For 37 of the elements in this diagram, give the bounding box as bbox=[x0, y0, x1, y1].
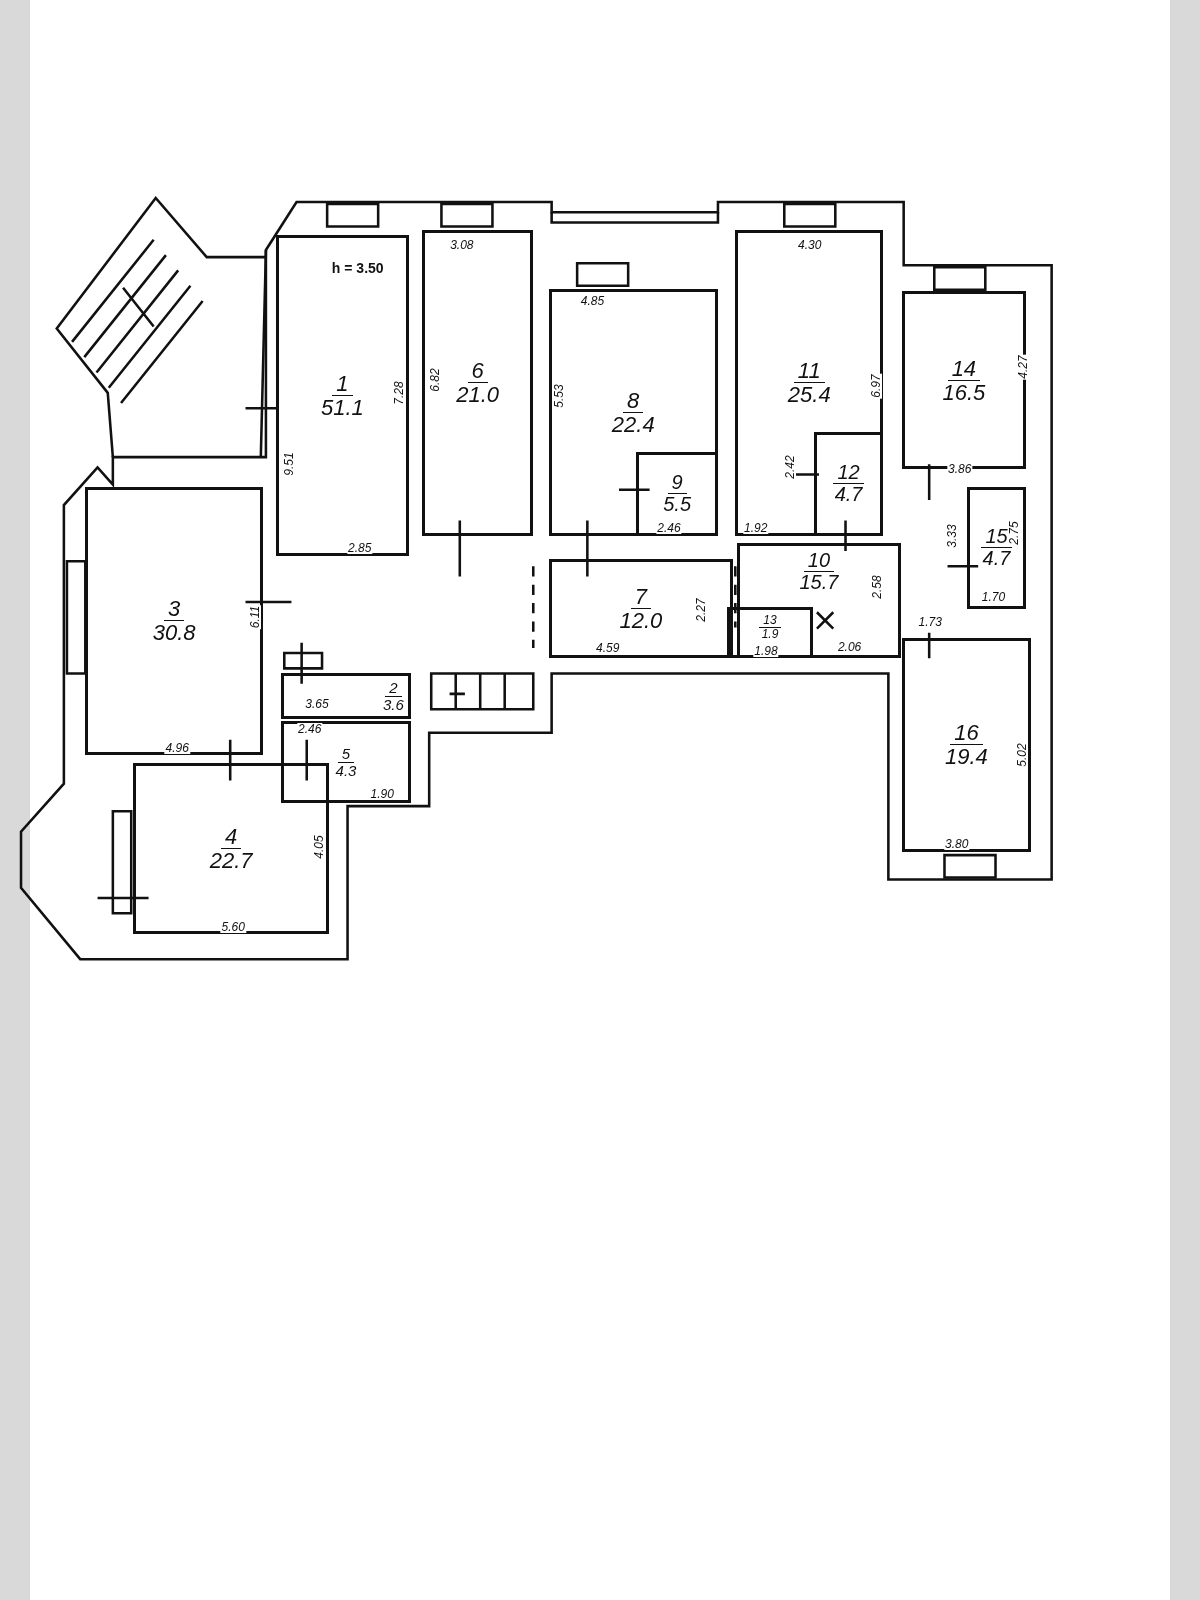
room-area-label: 3 30.8 bbox=[152, 597, 196, 645]
room-area-label: 13 1.9 bbox=[759, 614, 781, 641]
dimension-label: 2.58 bbox=[871, 574, 884, 600]
room-area-label: 5 4.3 bbox=[335, 746, 357, 779]
dimension-label: 3.86 bbox=[947, 463, 973, 476]
dimension-label: 1.98 bbox=[753, 645, 779, 657]
room-area-label: 9 5.5 bbox=[663, 472, 692, 516]
room-area-label: 11 25.4 bbox=[787, 359, 831, 407]
room-area-label: 4 22.7 bbox=[209, 824, 253, 873]
dimension-label: 4.27 bbox=[1017, 354, 1030, 380]
room-outline bbox=[133, 763, 330, 934]
room-area-label: 1 51.1 bbox=[321, 371, 364, 419]
room-outline bbox=[422, 229, 534, 536]
room-area-label: 7 12.0 bbox=[619, 585, 663, 633]
dimension-label: 2.42 bbox=[784, 454, 797, 480]
dimension-label: 6.82 bbox=[429, 366, 442, 393]
ceiling-height-label: h = 3.50 bbox=[330, 261, 385, 276]
room-outline bbox=[966, 486, 1027, 610]
room-outline bbox=[281, 673, 411, 720]
room-area-label: 10 15.7 bbox=[799, 549, 839, 593]
dimension-label: 1.73 bbox=[917, 616, 943, 629]
room-area-label: 2 3.6 bbox=[382, 680, 404, 713]
dimension-label: 4.85 bbox=[579, 295, 606, 307]
room-outline bbox=[901, 637, 1032, 853]
dimension-label: 3.65 bbox=[304, 698, 330, 711]
room-area-label: 16 19.4 bbox=[945, 721, 988, 769]
dimension-label: 9.51 bbox=[283, 451, 296, 477]
room-outline bbox=[85, 486, 263, 756]
room-outline bbox=[548, 559, 734, 659]
room-outline bbox=[276, 234, 409, 557]
dimension-label: 6.97 bbox=[870, 373, 883, 399]
room-outline bbox=[281, 721, 411, 804]
dimension-label: 5.02 bbox=[1016, 742, 1029, 768]
room-area-label: 12 4.7 bbox=[833, 462, 864, 506]
room-area-label: 14 16.5 bbox=[942, 356, 986, 404]
room-area-label: 8 22.4 bbox=[611, 388, 655, 436]
room-area-label: 6 21.0 bbox=[456, 359, 500, 407]
